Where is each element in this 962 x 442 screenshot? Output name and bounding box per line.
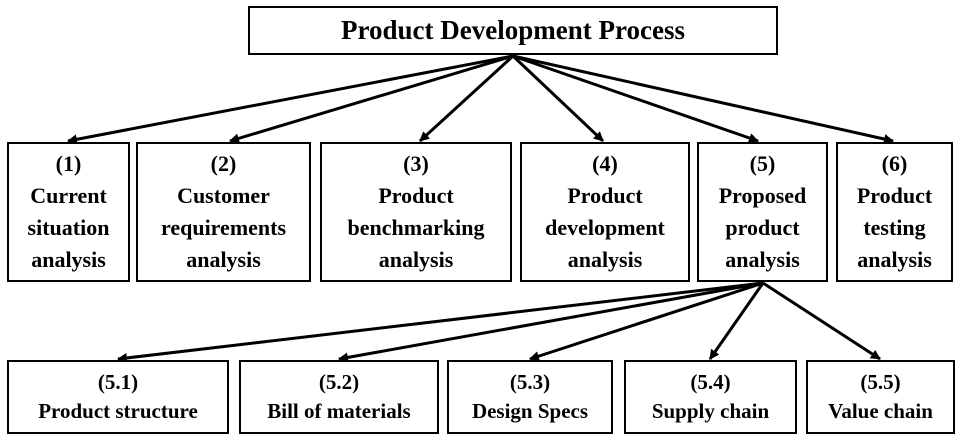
stage-5-line-1: Proposed — [718, 183, 807, 208]
stage-5-box: (5) Proposed product analysis — [697, 142, 828, 282]
arrow-to-substage-5-4 — [708, 282, 765, 360]
substage-5-1-label: Product structure — [38, 399, 198, 423]
substage-5-2-box: (5.2) Bill of materials — [239, 360, 439, 434]
stage-3-line-3: analysis — [378, 247, 454, 272]
stage-3-line-1: Product — [378, 183, 454, 208]
substage-5-3-number: (5.3) — [509, 370, 551, 394]
stage-5-line-3: analysis — [725, 247, 800, 272]
substage-5-1-number: (5.1) — [97, 370, 139, 394]
stage-2-line-2: requirements — [160, 215, 287, 240]
stage-4-line-2: development — [545, 215, 665, 240]
arrow-to-stage-5 — [512, 54, 759, 143]
diagram-title-box: Product Development Process — [248, 6, 778, 55]
substage-5-5-box: (5.5) Value chain — [806, 360, 955, 434]
stage-1-line-2: situation — [27, 215, 110, 240]
stage-2-line-1: Customer — [177, 183, 270, 208]
arrow-to-substage-5-5 — [762, 281, 881, 361]
stage-6-line-3: analysis — [857, 247, 932, 272]
stage-3-line-2: benchmarking — [347, 215, 485, 240]
substage-5-2-number: (5.2) — [318, 370, 360, 394]
arrow-to-stage-2 — [229, 54, 514, 144]
diagram-title: Product Development Process — [341, 15, 685, 45]
substage-5-3-box: (5.3) Design Specs — [447, 360, 613, 434]
stage-6-line-1: Product — [856, 183, 933, 208]
substage-5-5-number: (5.5) — [860, 370, 901, 394]
substage-5-5-label: Value chain — [828, 399, 933, 423]
substage-5-4-box: (5.4) Supply chain — [624, 360, 797, 434]
stage-6-box: (6) Product testing analysis — [836, 142, 953, 282]
stage-1-line-3: analysis — [31, 247, 106, 272]
stage-6-line-2: testing — [863, 215, 926, 240]
stage-4-line-1: Product — [567, 183, 643, 208]
arrow-to-stage-6 — [512, 54, 894, 144]
stage-4-number: (4) — [592, 151, 618, 176]
substage-5-1-box: (5.1) Product structure — [7, 360, 229, 434]
stage-6-number: (6) — [881, 151, 908, 176]
stage-2-number: (2) — [210, 151, 237, 176]
stage-5-line-2: product — [725, 215, 800, 240]
substage-5-4-label: Supply chain — [651, 399, 770, 423]
substage-5-2-label: Bill of materials — [267, 399, 411, 423]
substage-5-4-number: (5.4) — [690, 370, 731, 394]
stage-1-line-1: Current — [30, 183, 107, 208]
arrow-to-stage-1 — [67, 54, 514, 145]
substage-5-3-label: Design Specs — [471, 399, 589, 423]
stage-4-line-3: analysis — [567, 247, 643, 272]
stage-1-number: (1) — [55, 151, 82, 176]
stage-5-number: (5) — [749, 151, 776, 176]
arrow-to-substage-5-3 — [529, 281, 764, 361]
arrow-to-stage-4 — [511, 54, 605, 143]
stage-1-box: (1) Current situation analysis — [7, 142, 130, 282]
stage-2-box: (2) Customer requirements analysis — [136, 142, 311, 282]
stage-3-number: (3) — [403, 151, 429, 176]
stage-4-box: (4) Product development analysis — [520, 142, 690, 282]
stage-2-line-3: analysis — [186, 247, 261, 272]
arrow-to-substage-5-1 — [117, 281, 764, 363]
stage-3-box: (3) Product benchmarking analysis — [320, 142, 512, 282]
arrow-to-substage-5-2 — [338, 281, 764, 363]
arrow-to-stage-3 — [418, 54, 515, 143]
